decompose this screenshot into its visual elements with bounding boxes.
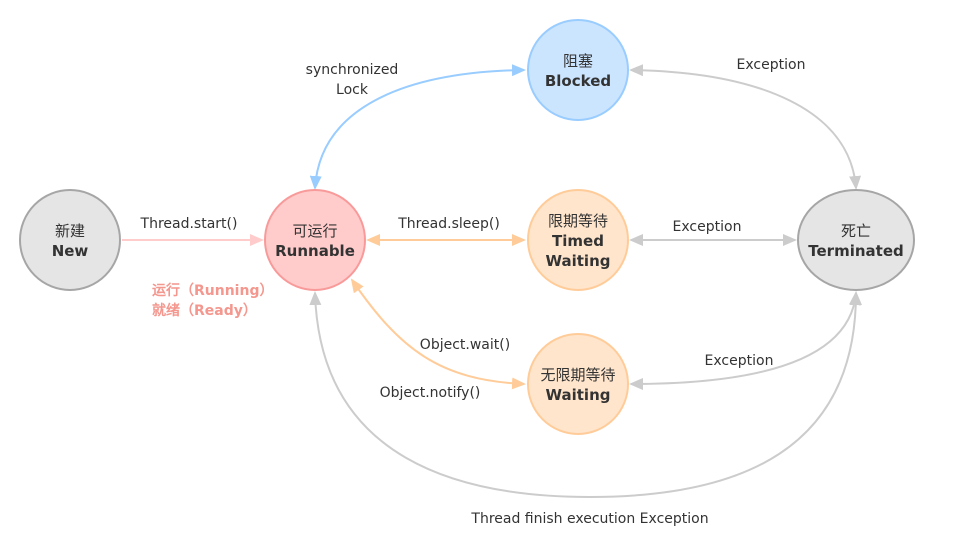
node-waiting-en: Waiting [545,386,610,404]
node-blocked-cn: 阻塞 [563,52,593,70]
node-blocked[interactable]: 阻塞 Blocked [527,19,629,121]
node-waiting-cn: 无限期等待 [540,366,615,384]
node-timed-en2: Waiting [545,252,610,270]
label-thread-sleep: Thread.sleep() [397,216,500,232]
node-timed-cn: 限期等待 [548,212,608,230]
node-waiting[interactable]: 无限期等待 Waiting [527,333,629,435]
note-ready: 就绪（Ready） [152,302,257,319]
note-running: 运行（Running） [152,282,273,299]
node-timed-waiting[interactable]: 限期等待 Timed Waiting [527,189,629,291]
edge-runnable-blocked [309,64,526,190]
label-lock: Lock [336,82,369,98]
label-exception-timed: Exception [673,219,742,235]
label-synchronized: synchronized [306,62,399,78]
node-runnable[interactable]: 可运行 Runnable [264,189,366,291]
node-blocked-en: Blocked [545,72,611,90]
edge-waiting-terminated [629,291,861,390]
label-object-notify: Object.notify() [380,385,481,401]
edge-runnable-terminated [309,291,862,499]
edges [122,64,862,499]
node-terminated-en: Terminated [808,242,903,260]
node-runnable-en: Runnable [275,242,355,260]
node-terminated[interactable]: 死亡 Terminated [797,189,915,291]
label-exception-waiting: Exception [705,353,774,369]
label-object-wait: Object.wait() [420,337,510,353]
edge-blocked-terminated [629,64,862,190]
label-thread-start: Thread.start() [140,216,238,232]
node-new-cn: 新建 [55,222,85,240]
node-terminated-cn: 死亡 [841,222,871,240]
label-exception-blocked: Exception [737,57,806,73]
label-thread-finish: Thread finish execution Exception [470,511,708,527]
node-new-en: New [52,242,89,260]
node-runnable-cn: 可运行 [292,222,337,240]
edge-runnable-waiting [350,278,526,390]
node-timed-en: Timed [552,232,604,250]
node-new[interactable]: 新建 New [19,189,121,291]
